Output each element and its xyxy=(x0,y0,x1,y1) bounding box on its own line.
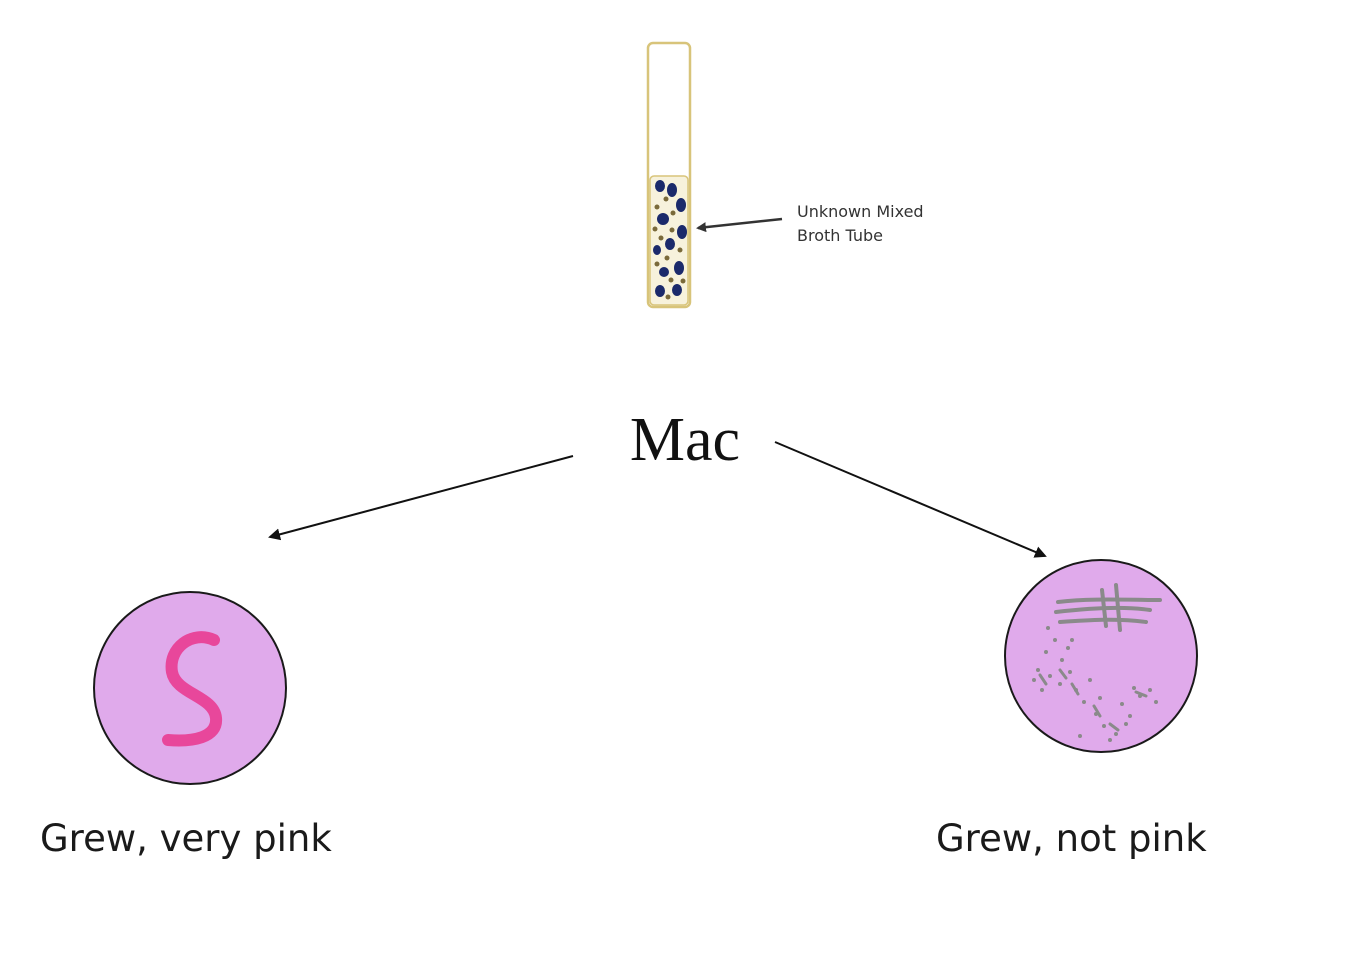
left-petri-plate xyxy=(93,591,287,785)
gray-growth-flecks xyxy=(1038,668,1148,732)
arrow-to-right-plate xyxy=(774,441,1047,558)
mac-label: Mac xyxy=(629,406,741,474)
broth-tube xyxy=(646,41,692,309)
right-plate-caption: Grew, not pink xyxy=(936,817,1207,860)
broth-particles xyxy=(652,180,687,300)
right-petri-plate xyxy=(1004,559,1198,753)
tube-label: Unknown Mixed Broth Tube xyxy=(797,200,967,248)
tube-pointer-arrow xyxy=(696,217,783,233)
left-plate-caption: Grew, very pink xyxy=(40,817,332,860)
arrow-to-left-plate xyxy=(268,455,574,541)
tube-label-line-2: Broth Tube xyxy=(797,226,883,245)
gray-growth-colonies xyxy=(1032,626,1158,742)
tube-label-line-1: Unknown Mixed xyxy=(797,202,924,221)
gray-growth-streaks xyxy=(1054,583,1162,632)
pink-growth-streak xyxy=(162,631,222,747)
